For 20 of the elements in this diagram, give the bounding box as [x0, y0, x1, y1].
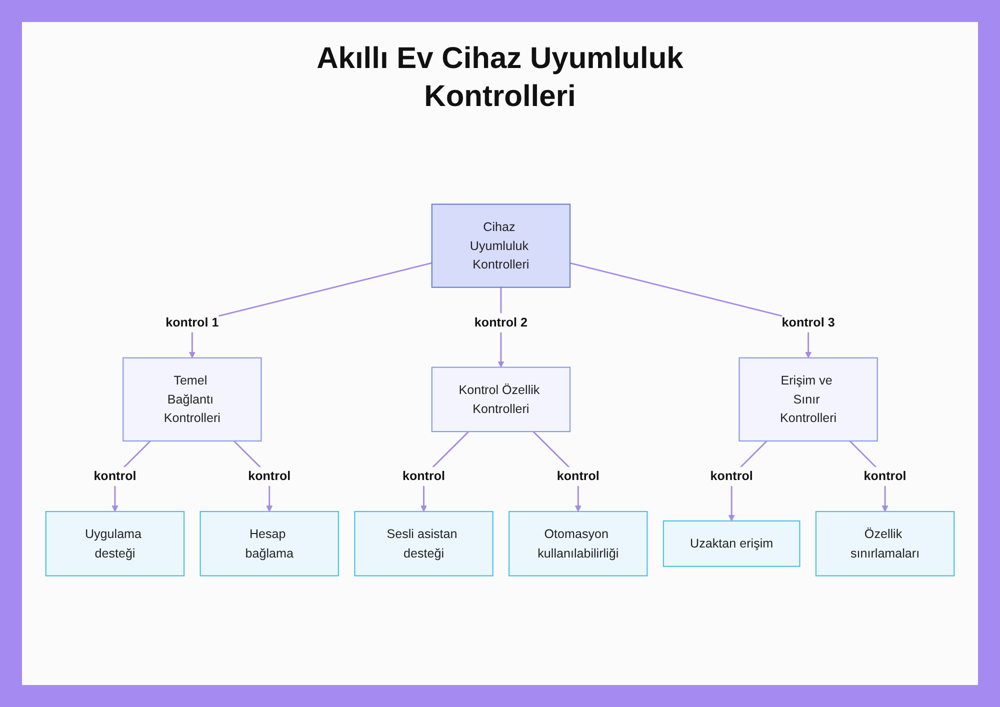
- node-box: Özellik sınırlamaları: [815, 510, 955, 576]
- node-box: Hesap bağlama: [200, 510, 339, 576]
- edge-label: kontrol 3: [782, 315, 835, 330]
- node-box: Kontrol Özellik Kontrolleri: [431, 366, 571, 432]
- edge-label: kontrol: [556, 469, 600, 484]
- edge-label: kontrol: [864, 469, 906, 484]
- diagram-title: Akıllı Ev Cihaz Uyumluluk Kontrolleri: [316, 41, 684, 115]
- edge-label: kontrol: [710, 469, 753, 484]
- node-box: Otomasyon kullanılabilirliği: [508, 510, 648, 576]
- edge-label: kontrol 1: [166, 315, 219, 330]
- edge-label: kontrol 2: [474, 315, 528, 330]
- edge-label: kontrol: [402, 469, 446, 484]
- node-box: Uygulama desteği: [45, 510, 185, 576]
- node-box: Cihaz Uyumluluk Kontrolleri: [431, 204, 571, 288]
- edge-label: kontrol: [248, 469, 291, 484]
- edge-label: kontrol: [94, 469, 136, 484]
- node-box: Sesli asistan desteği: [354, 510, 494, 576]
- node-box: Uzaktan erişim: [662, 520, 800, 567]
- node-box: Erişim ve Sınır Kontrolleri: [738, 357, 878, 442]
- node-box: Temel Bağlantı Kontrolleri: [122, 357, 262, 442]
